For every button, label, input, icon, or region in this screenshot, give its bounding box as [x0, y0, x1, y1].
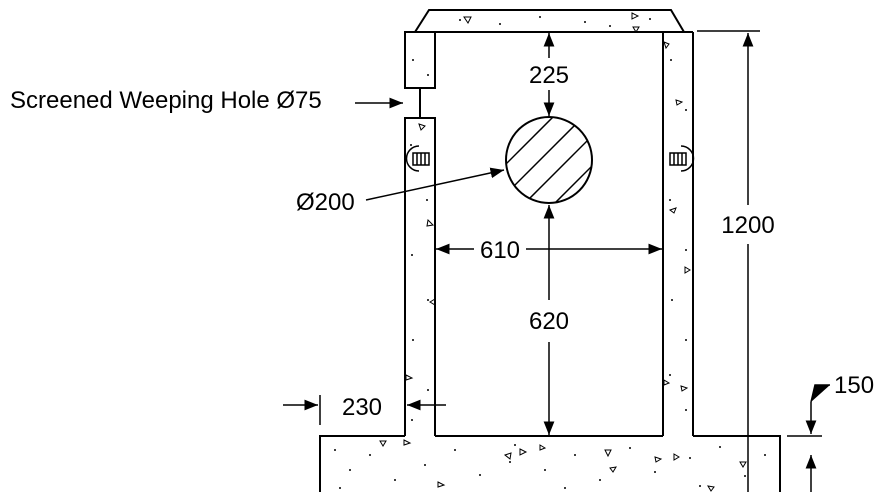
weep-hole-label: Screened Weeping Hole Ø75 [10, 87, 322, 114]
dim-620-label: 620 [529, 308, 569, 335]
concrete-aggregate [379, 12, 747, 492]
dim-230-label: 230 [342, 394, 382, 421]
base-slab [319, 435, 781, 492]
pipe-dia-leader [365, 167, 505, 201]
concrete-stipple [334, 16, 766, 489]
dim-150-label: 150 [834, 372, 874, 399]
dim-610-label: 610 [480, 237, 520, 264]
dim-225-label: 225 [529, 62, 569, 89]
left-wall [404, 31, 436, 436]
step-iron-right [669, 145, 695, 172]
pipe-dia-label: Ø200 [296, 189, 355, 216]
right-wall [662, 32, 694, 436]
dim-230 [283, 395, 446, 425]
dim-1200-label: 1200 [721, 212, 774, 239]
top-slab [405, 9, 693, 33]
pipe-section [505, 116, 593, 204]
dim-1200 [697, 30, 760, 492]
dim-150 [787, 384, 830, 492]
step-iron-left [405, 145, 430, 172]
